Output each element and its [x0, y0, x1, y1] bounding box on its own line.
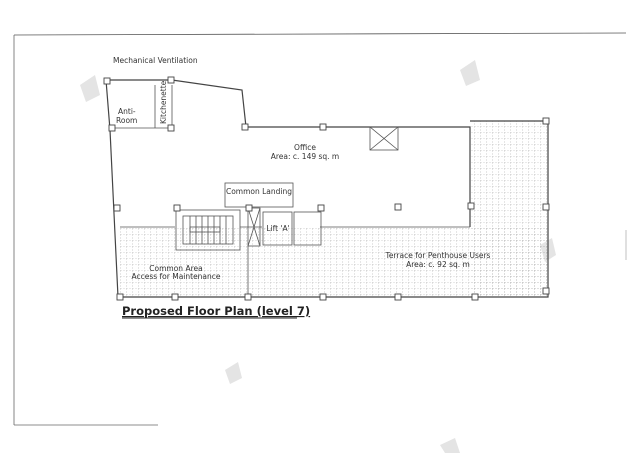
- label-terrace: Terrace for Penthouse Users: [385, 251, 491, 260]
- label-common-area: Common Area: [149, 264, 202, 273]
- label-lift: Lift 'A': [266, 224, 289, 233]
- label-office-area: Area: c. 149 sq. m: [271, 152, 340, 161]
- label-anti-room-line1: Anti-: [118, 107, 136, 116]
- label-anti-room-line2: Room: [116, 116, 137, 125]
- plan-title: Proposed Floor Plan (level 7): [122, 304, 310, 318]
- watermark-logos: [80, 60, 556, 453]
- page-border: [13, 32, 627, 426]
- walls: [103, 76, 550, 301]
- label-terrace-area: Area: c. 92 sq. m: [406, 260, 470, 269]
- label-kitchenette: Kitchenette: [159, 80, 168, 124]
- label-common-area-access: Access for Maintenance: [131, 272, 220, 281]
- label-office: Office: [294, 143, 316, 152]
- label-mechanical-ventilation: Mechanical Ventilation: [113, 56, 198, 65]
- label-common-landing: Common Landing: [226, 187, 292, 196]
- terrace-hatch: [120, 121, 548, 297]
